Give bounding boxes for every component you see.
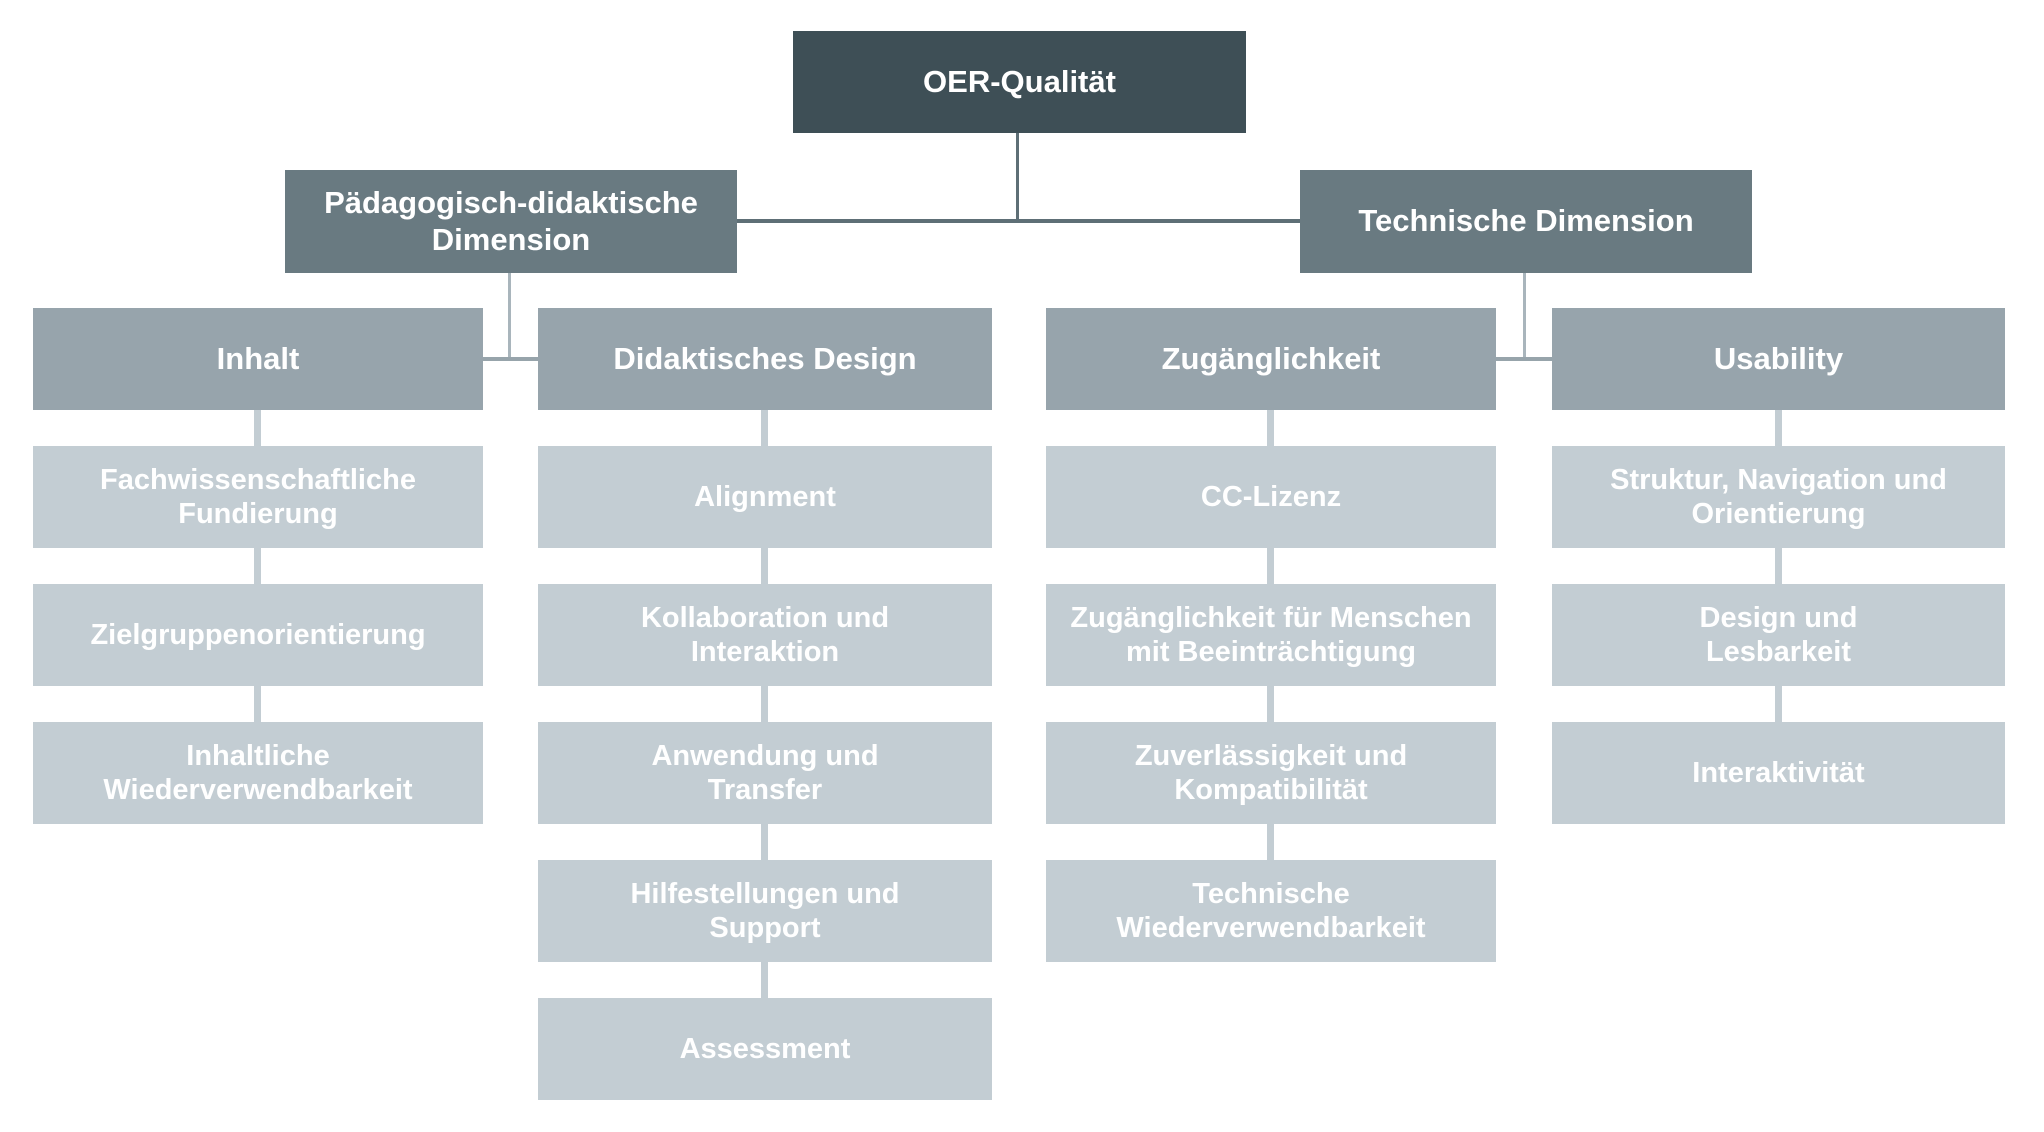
item-node: Fachwissenschaftliche Fundierung bbox=[33, 446, 483, 548]
connector-column2-stem bbox=[761, 410, 768, 446]
connector-column4-stem bbox=[1775, 548, 1782, 584]
connector-column1-stem bbox=[254, 410, 261, 446]
connector-column3-stem bbox=[1267, 410, 1274, 446]
connector-paedagogisch-crossbar bbox=[483, 357, 538, 361]
connector-column2-stem bbox=[761, 548, 768, 584]
column-header-inhalt: Inhalt bbox=[33, 308, 483, 410]
column-header-usability: Usability bbox=[1552, 308, 2005, 410]
item-node: Anwendung und Transfer bbox=[538, 722, 992, 824]
item-node: Assessment bbox=[538, 998, 992, 1100]
connector-paedagogisch-stem bbox=[508, 273, 511, 361]
item-node: Interaktivität bbox=[1552, 722, 2005, 824]
item-node: Zuverlässigkeit und Kompatibilität bbox=[1046, 722, 1496, 824]
item-node: Zugänglichkeit für Menschen mit Beeinträ… bbox=[1046, 584, 1496, 686]
connector-column3-stem bbox=[1267, 824, 1274, 860]
column-header-didaktisches-design: Didaktisches Design bbox=[538, 308, 992, 410]
item-node: Technische Wiederverwendbarkeit bbox=[1046, 860, 1496, 962]
connector-column2-stem bbox=[761, 824, 768, 860]
connector-root-crossbar bbox=[737, 219, 1300, 223]
connector-column2-stem bbox=[761, 686, 768, 722]
connector-column4-stem bbox=[1775, 686, 1782, 722]
item-node: Struktur, Navigation und Orientierung bbox=[1552, 446, 2005, 548]
dimension-node-technisch: Technische Dimension bbox=[1300, 170, 1752, 273]
item-node: Alignment bbox=[538, 446, 992, 548]
connector-column1-stem bbox=[254, 686, 261, 722]
item-node: Design und Lesbarkeit bbox=[1552, 584, 2005, 686]
item-node: Kollaboration und Interaktion bbox=[538, 584, 992, 686]
dimension-node-paedagogisch-didaktisch: Pädagogisch-didaktische Dimension bbox=[285, 170, 737, 273]
connector-column4-stem bbox=[1775, 410, 1782, 446]
item-node: Inhaltliche Wiederverwendbarkeit bbox=[33, 722, 483, 824]
connector-column3-stem bbox=[1267, 686, 1274, 722]
connector-root-stem bbox=[1016, 133, 1019, 223]
connector-column2-stem bbox=[761, 962, 768, 998]
connector-technisch-crossbar bbox=[1496, 357, 1552, 361]
connector-technisch-stem bbox=[1523, 273, 1526, 361]
column-header-zugaenglichkeit: Zugänglichkeit bbox=[1046, 308, 1496, 410]
connector-column3-stem bbox=[1267, 548, 1274, 584]
connector-column1-stem bbox=[254, 548, 261, 584]
item-node: Zielgruppenorientierung bbox=[33, 584, 483, 686]
item-node: CC-Lizenz bbox=[1046, 446, 1496, 548]
item-node: Hilfestellungen und Support bbox=[538, 860, 992, 962]
root-node-oer-qualitaet: OER-Qualität bbox=[793, 31, 1246, 133]
